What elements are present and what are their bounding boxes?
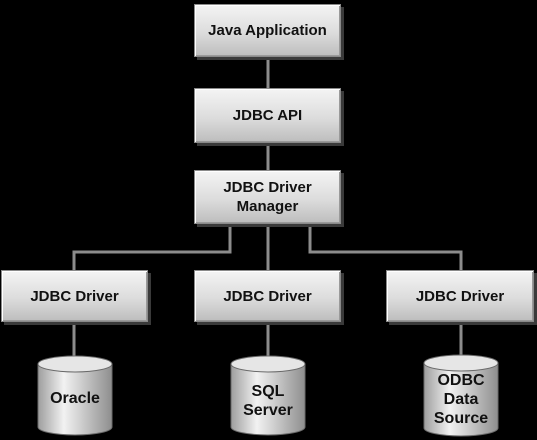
- jdbc-driver-left-label: JDBC Driver: [30, 287, 119, 305]
- jdbc-driver-box-center: JDBC Driver: [194, 270, 341, 322]
- jdbc-driver-box-left: JDBC Driver: [1, 270, 148, 322]
- odbc-data-source-label: ODBC Data Source: [433, 372, 489, 427]
- jdbc-driver-manager-label: JDBC Driver Manager: [223, 179, 312, 215]
- jdbc-api-box: JDBC API: [194, 88, 341, 143]
- database-cylinder-icon: [423, 354, 499, 437]
- jdbc-driver-box-right: JDBC Driver: [386, 270, 534, 322]
- database-cylinder-icon: [230, 355, 306, 436]
- jdbc-api-label: JDBC API: [232, 107, 303, 124]
- jdbc-driver-center-label: JDBC Driver: [223, 287, 312, 305]
- connector-manager-to-left-driver: [72, 225, 232, 270]
- database-cylinder-icon: [37, 355, 113, 436]
- odbc-data-source-database: ODBC Data Source: [423, 354, 499, 438]
- java-application-box: Java Application: [194, 4, 341, 57]
- oracle-label: Oracle: [50, 390, 100, 407]
- jdbc-driver-manager-box: JDBC Driver Manager: [194, 170, 341, 224]
- oracle-database: Oracle: [37, 355, 113, 437]
- sql-server-label: SQL Server: [243, 383, 293, 419]
- sql-server-database: SQL Server: [230, 355, 306, 437]
- java-application-label: Java Application: [208, 22, 327, 39]
- jdbc-driver-right-label: JDBC Driver: [415, 287, 505, 305]
- connector-manager-to-right-driver: [308, 225, 463, 270]
